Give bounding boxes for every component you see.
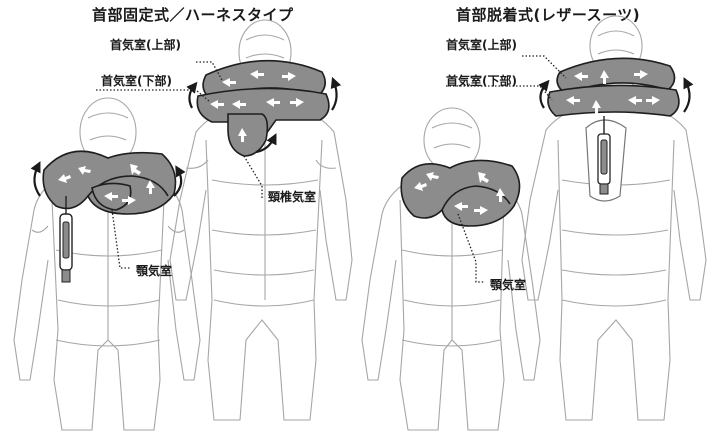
- label-left-jaw: 顎気室: [136, 264, 173, 278]
- leader-left-cervical: [243, 155, 263, 198]
- right-back-arrows: [566, 70, 660, 114]
- right-back-neck-lower-bag: [547, 84, 680, 117]
- left-front-rotation-arrows: [30, 161, 186, 197]
- right-back-zipper-panel: [585, 116, 627, 202]
- left-back-rotation-arrows: [186, 76, 342, 154]
- left-panel-title: 首部固定式／ハーネスタイプ: [92, 6, 294, 24]
- right-front-manikin: [361, 107, 541, 431]
- left-back-arrows: [210, 70, 304, 142]
- label-right-neck-lower: 首気室(下部): [446, 74, 517, 88]
- label-left-cervical: 頸椎気室: [268, 190, 317, 204]
- label-left-neck-lower: 首気室(下部): [101, 74, 172, 88]
- right-back-rotation-arrows: [538, 77, 694, 113]
- label-right-neck-upper: 首気室(上部): [446, 38, 517, 52]
- right-panel-title: 首部脱着式(レザースーツ): [456, 6, 641, 24]
- left-front-arrows: [58, 164, 155, 205]
- leader-right-neck-upper: [522, 55, 567, 79]
- leader-right-jaw: [457, 213, 484, 283]
- leader-left-jaw: [111, 209, 130, 269]
- left-front-manikin: [13, 97, 201, 431]
- leader-left-neck-lower: [96, 89, 211, 103]
- right-front-arrows: [414, 172, 505, 215]
- leader-right-neck-lower: [446, 85, 553, 101]
- label-right-jaw: 顎気室: [490, 278, 527, 292]
- left-front-harness: [59, 196, 73, 283]
- label-left-neck-upper: 首気室(上部): [110, 38, 181, 52]
